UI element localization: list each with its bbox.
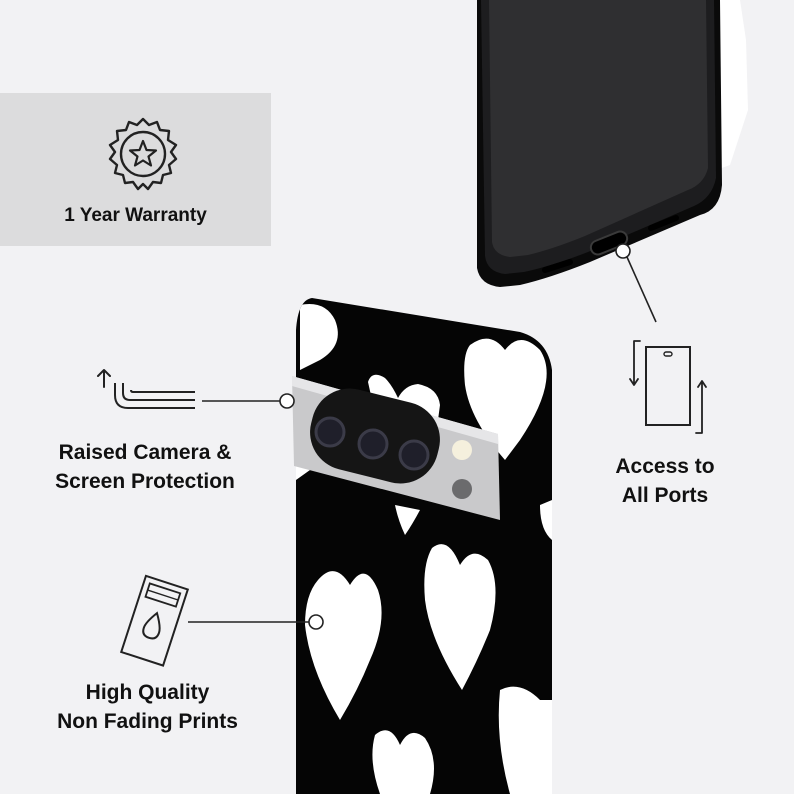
ports-connector-line — [615, 243, 657, 323]
prints-connector-line — [188, 614, 324, 630]
camera-protection-label: Raised Camera & Screen Protection — [55, 441, 235, 493]
raised-edge-icon — [97, 369, 195, 409]
print-cartridge-icon — [119, 574, 190, 667]
rotate-phone-icon — [629, 340, 707, 434]
print-quality-label: High Quality Non Fading Prints — [57, 681, 238, 733]
warranty-label: 1 Year Warranty — [64, 205, 207, 226]
star-badge-icon — [108, 117, 178, 191]
ports-access-label: Access to All Ports — [615, 455, 715, 507]
warranty-panel — [0, 93, 271, 246]
camera-connector-line — [202, 393, 295, 409]
